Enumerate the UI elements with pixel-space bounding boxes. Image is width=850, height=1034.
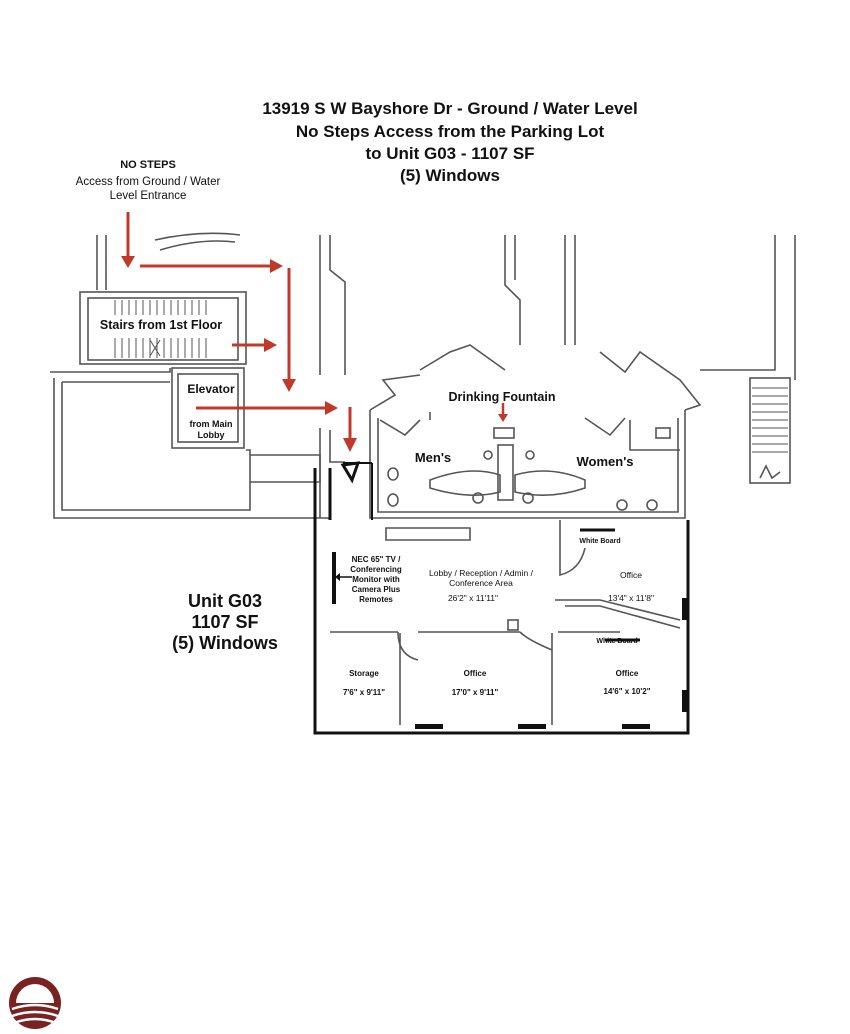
- office-1-dim: 13'4" x 11'8": [608, 593, 654, 603]
- tv-label-4: Camera Plus: [352, 585, 401, 594]
- lobby-label-2: Conference Area: [449, 578, 513, 588]
- elevator-sub-2: Lobby: [198, 430, 225, 440]
- access-note-line-1: NO STEPS: [120, 159, 176, 171]
- elevator-label: Elevator: [187, 382, 235, 396]
- building-walls: [50, 232, 796, 519]
- tv-label-5: Remotes: [359, 595, 393, 604]
- whiteboard-label-1: White Board: [579, 538, 620, 545]
- access-note-line-3: Level Entrance: [110, 190, 187, 202]
- tv-label-3: Monitor with: [352, 575, 400, 584]
- unit-g03-walls: [313, 461, 690, 735]
- unit-label-2: 1107 SF: [191, 612, 258, 632]
- office-1-label: Office: [620, 570, 642, 580]
- tv-label-2: Conferencing: [350, 565, 402, 574]
- title-line-2: No Steps Access from the Parking Lot: [296, 122, 605, 141]
- stairs-label: Stairs from 1st Floor: [100, 318, 222, 332]
- access-note-line-2: Access from Ground / Water: [76, 176, 221, 188]
- unit-label-1: Unit G03: [188, 591, 262, 611]
- tv-label-1: NEC 65" TV /: [352, 555, 401, 564]
- office-2-label: Office: [464, 669, 487, 678]
- elevator-sub-1: from Main: [189, 419, 232, 429]
- lobby-dim: 26'2" x 11'11": [448, 593, 498, 603]
- lobby-label-1: Lobby / Reception / Admin /: [429, 568, 534, 578]
- title-line-3: to Unit G03 - 1107 SF: [365, 144, 534, 163]
- whiteboard-label-2: White Board: [596, 638, 637, 645]
- fountain-label: Drinking Fountain: [449, 390, 556, 404]
- office-3-dim: 14'6" x 10'2": [604, 687, 651, 696]
- storage-label: Storage: [349, 669, 379, 678]
- storage-dim: 7'6" x 9'11": [343, 688, 385, 697]
- sun-over-water-logo-icon: [9, 977, 61, 1029]
- office-3-label: Office: [616, 669, 639, 678]
- title-line-1: 13919 S W Bayshore Dr - Ground / Water L…: [262, 99, 637, 118]
- title-line-4: (5) Windows: [400, 166, 500, 185]
- office-2-dim: 17'0" x 9'11": [452, 688, 499, 697]
- access-arrows: [121, 212, 508, 452]
- womens-label: Women's: [576, 454, 633, 469]
- mens-label: Men's: [415, 450, 451, 465]
- unit-label-3: (5) Windows: [172, 633, 278, 653]
